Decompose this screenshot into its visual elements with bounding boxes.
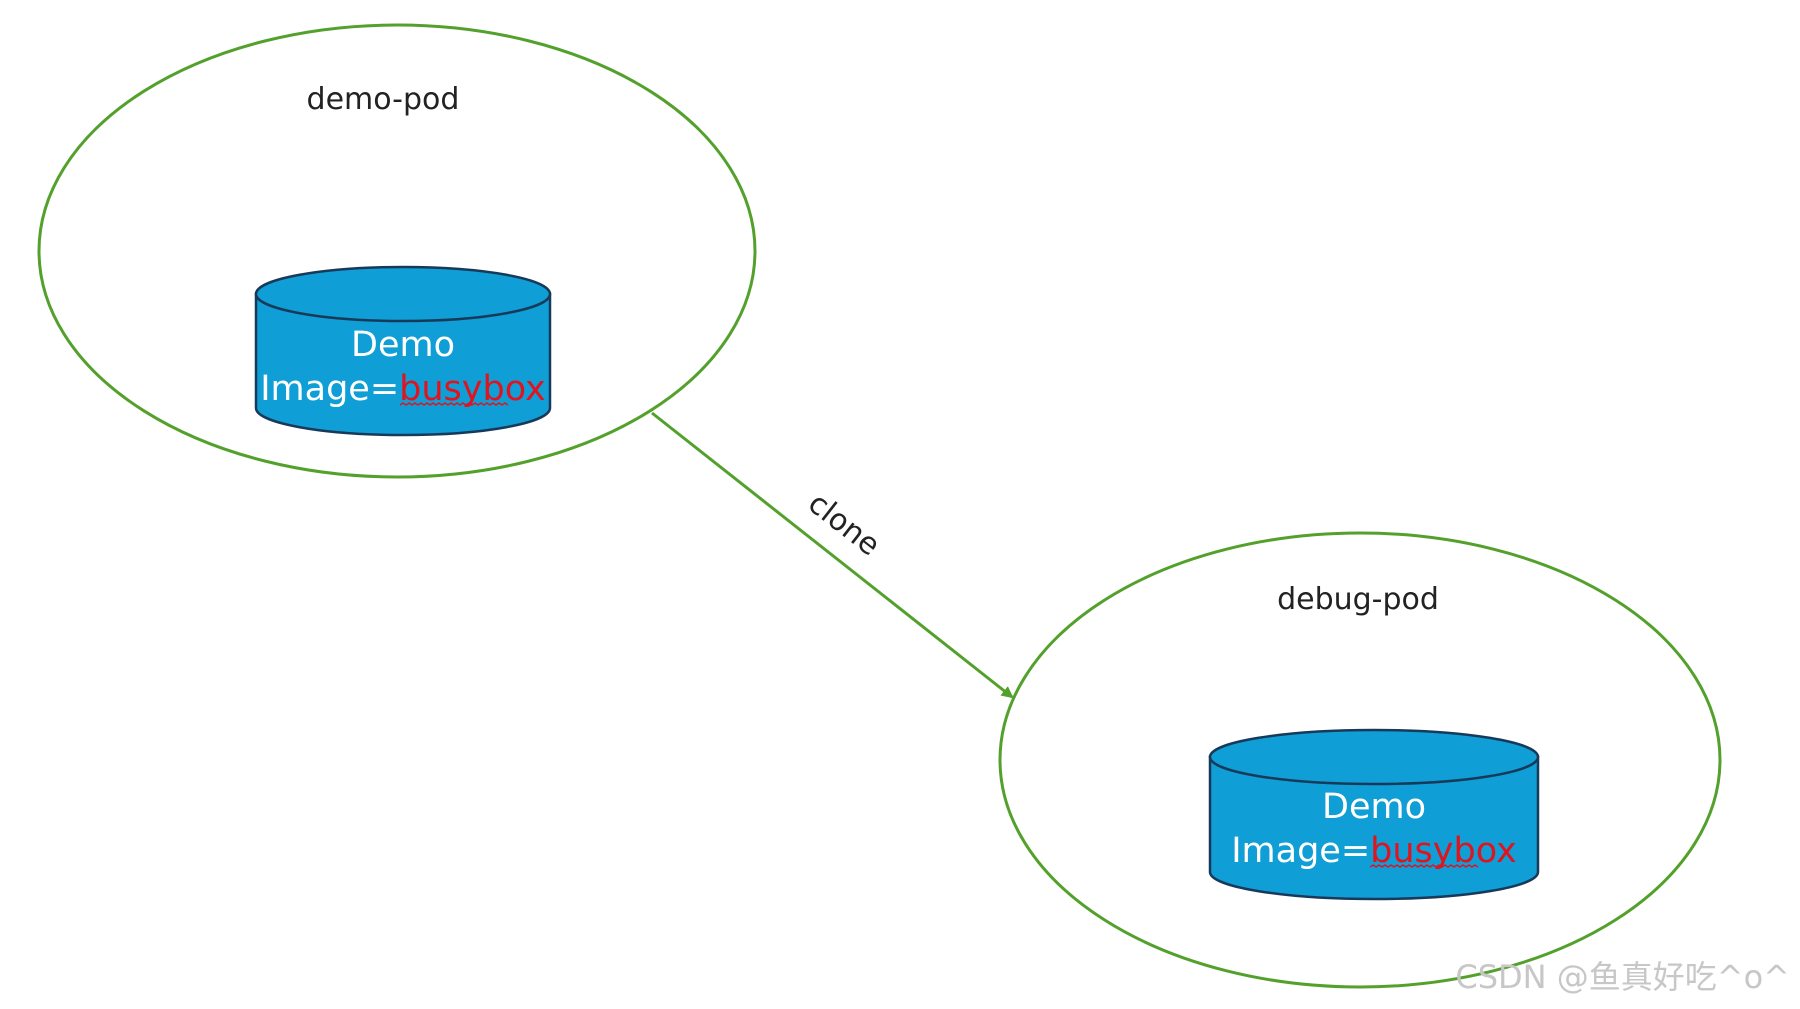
- cylinder-body: [1208, 755, 1540, 901]
- spellcheck-squiggle: [1369, 864, 1479, 868]
- spellcheck-squiggle: [399, 402, 509, 406]
- watermark: CSDN @鱼真好吃^o^: [1455, 958, 1790, 996]
- pod-debug-label: debug-pod: [1277, 582, 1439, 617]
- pod-demo-label: demo-pod: [307, 82, 460, 117]
- pod-demo: demo-pod Demo Image=busybox: [37, 23, 757, 479]
- pod-debug: debug-pod Demo Image=busybox: [998, 531, 1722, 989]
- clone-arrow: [651, 411, 1014, 699]
- clone-label: clone: [801, 486, 886, 563]
- image-value: busybox: [399, 369, 546, 409]
- cylinder-top: [1208, 728, 1540, 786]
- container-debug-cylinder: Demo Image=busybox: [1208, 728, 1540, 901]
- container-name: Demo: [1322, 787, 1426, 827]
- cylinder-top: [254, 265, 552, 323]
- image-prefix: Image=: [260, 369, 399, 409]
- container-demo-cylinder: Demo Image=busybox: [254, 265, 552, 437]
- image-value: busybox: [1370, 831, 1517, 871]
- image-prefix: Image=: [1231, 831, 1370, 871]
- container-image-line: Image=busybox: [260, 369, 546, 409]
- cylinder-body: [254, 292, 552, 437]
- container-name: Demo: [351, 325, 455, 365]
- pod-demo-outline: [37, 23, 757, 479]
- pod-debug-outline: [998, 531, 1722, 989]
- clone-edge: clone: [651, 411, 1014, 699]
- container-image-line: Image=busybox: [1231, 831, 1517, 871]
